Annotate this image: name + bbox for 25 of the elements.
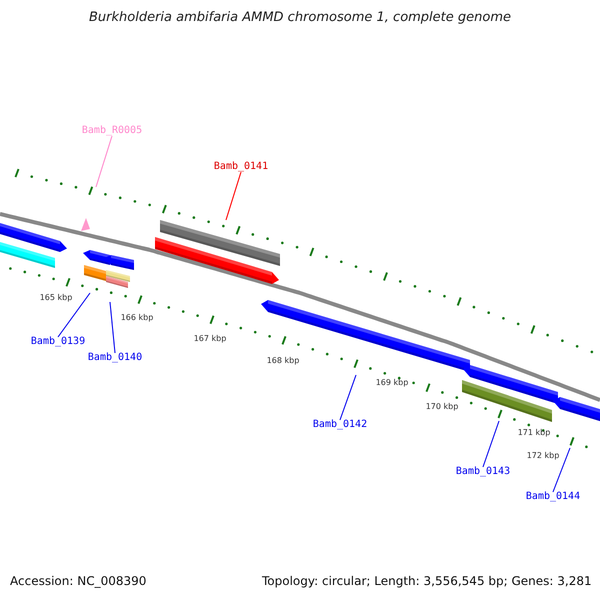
scale-label: 166 kbp [120, 314, 154, 322]
leader-line [58, 292, 90, 338]
gene-label: Bamb_R0005 [82, 126, 142, 136]
gene-label: Bamb_0140 [88, 353, 142, 363]
leader-line [340, 374, 356, 420]
footer-text: Topology: circular; Length: 3,556,545 bp; Genes: 3,281 [262, 575, 592, 587]
scale-label: 168 kbp [266, 357, 300, 365]
gene-label: Bamb_0142 [312, 420, 368, 430]
scale-label: 170 kbp [426, 403, 458, 411]
scale-label: 167 kbp [194, 335, 226, 343]
leader-line [552, 448, 570, 492]
scale-label: 172 kbp [526, 452, 560, 460]
title: Burkholderia ambifaria AMMD chromosome 1, complete genome [88, 11, 512, 24]
leader-line [226, 172, 242, 220]
scale-label: 171 kbp [518, 429, 550, 437]
footer-text: Accession: NC_008390 [10, 575, 146, 587]
leader-line [96, 136, 112, 188]
leader-line [482, 420, 500, 468]
gene-label: Bamb_0143 [456, 467, 510, 477]
scale-label: 169 kbp [376, 379, 408, 387]
gene-label: Bamb_0141 [214, 162, 268, 172]
gene-label: Bamb_0144 [526, 492, 580, 502]
leader-line [110, 302, 116, 354]
scale-label: 165 kbp [40, 294, 72, 302]
gene-label: Bamb_0139 [30, 337, 86, 347]
